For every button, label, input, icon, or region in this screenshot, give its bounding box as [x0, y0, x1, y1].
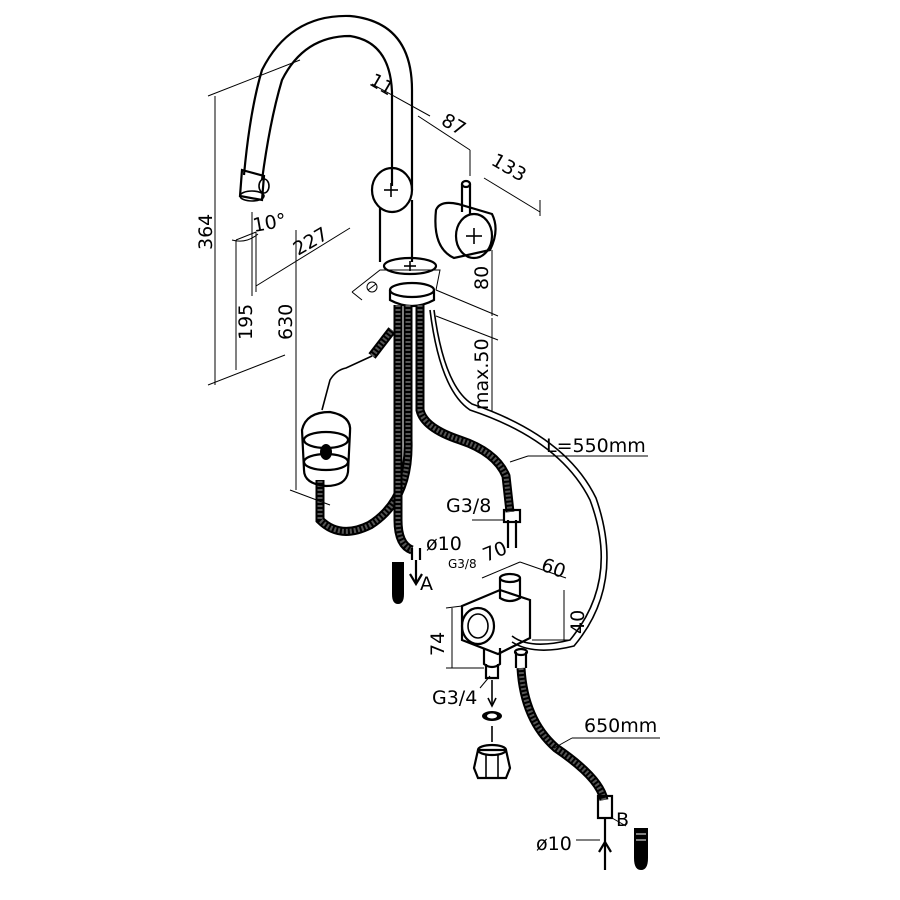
dim-87: 87 [438, 109, 470, 140]
dim-max50: max.50 [471, 338, 493, 410]
dimension-labels: 364 195 630 227 10° 11 87 133 80 max.50 … [195, 69, 657, 855]
label-a: A [420, 573, 433, 595]
dim-40: 40 [567, 610, 589, 634]
washer-and-nut [472, 680, 512, 780]
dimension-lines [207, 59, 660, 841]
dim-70: 70 [480, 537, 511, 566]
dim-80: 80 [471, 266, 493, 290]
dim-650: 650mm [584, 715, 657, 737]
dim-630: 630 [275, 304, 297, 340]
label-b: B [616, 809, 629, 831]
dim-phi10-b: ø10 [536, 833, 572, 855]
dim-phi10-a: ø10 [426, 533, 462, 555]
mixing-block [460, 508, 532, 680]
dim-L550: L=550mm [546, 435, 646, 457]
dim-195: 195 [235, 304, 257, 340]
dim-10-degrees: 10° [251, 209, 288, 237]
dim-133: 133 [488, 149, 530, 186]
hose-main [315, 305, 608, 651]
hose-650 [516, 667, 648, 870]
dim-60: 60 [538, 554, 568, 583]
dim-g38-small: G3/8 [448, 557, 477, 571]
dim-g34: G3/4 [432, 687, 477, 709]
faucet-body [351, 166, 497, 308]
counterweight [300, 327, 396, 488]
connection-a [392, 548, 423, 604]
spout [238, 14, 414, 202]
dim-364: 364 [195, 214, 217, 250]
dim-74: 74 [427, 632, 449, 656]
dim-g38-top: G3/8 [446, 495, 491, 517]
